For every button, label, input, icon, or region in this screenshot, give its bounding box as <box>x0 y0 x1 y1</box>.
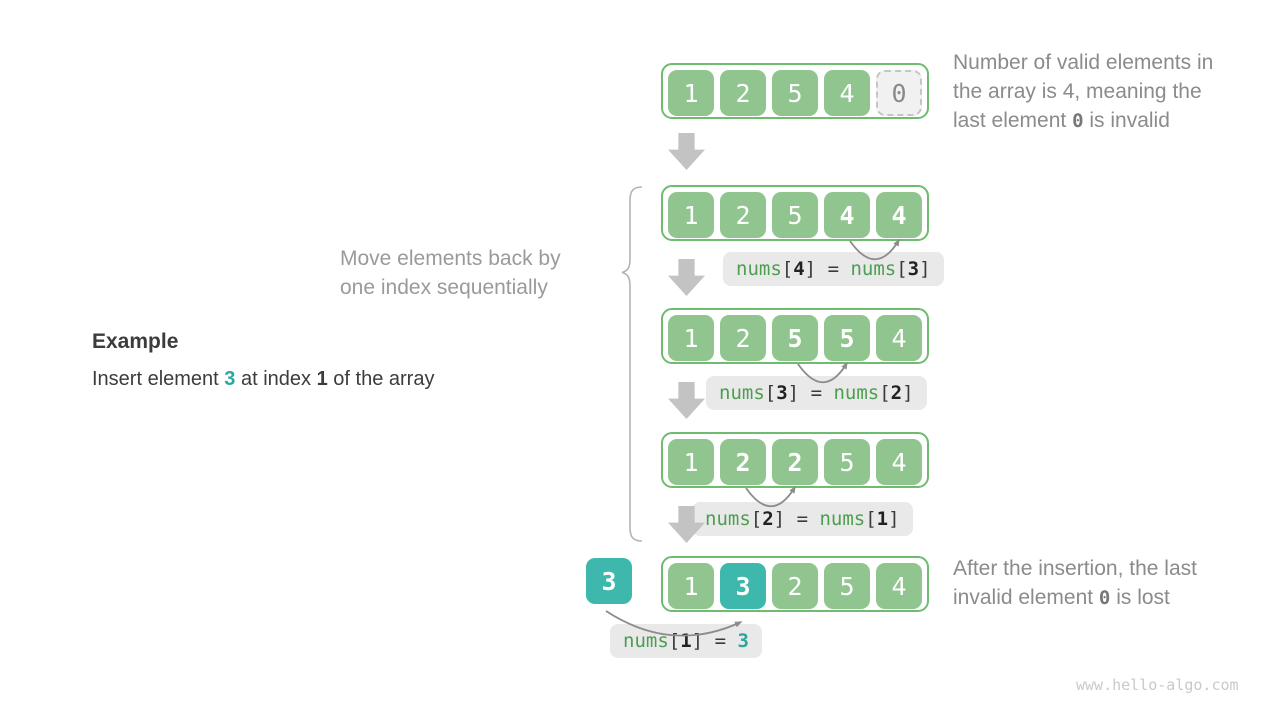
down-arrow-icon <box>668 382 705 419</box>
array-cell: 1 <box>668 439 714 485</box>
example-title: Example <box>92 330 179 353</box>
array-cell: 4 <box>876 192 922 238</box>
array-cell: 4 <box>876 439 922 485</box>
array-cell: 5 <box>772 192 818 238</box>
array-cell: 4 <box>824 70 870 116</box>
down-arrow-icon <box>668 133 705 170</box>
code-label: nums[1] = 3 <box>610 624 762 658</box>
code-label: nums[4] = nums[3] <box>723 252 944 286</box>
array-cell: 1 <box>668 192 714 238</box>
array-cell: 0 <box>876 70 922 116</box>
array-cell: 5 <box>824 563 870 609</box>
array-cell: 4 <box>876 563 922 609</box>
array-cell: 2 <box>772 439 818 485</box>
array-cell: 2 <box>772 563 818 609</box>
inserted-element: 3 <box>586 558 632 604</box>
array-cell: 2 <box>720 70 766 116</box>
array-cell: 4 <box>876 315 922 361</box>
down-arrow-icon <box>668 259 705 296</box>
array-cell: 2 <box>720 439 766 485</box>
example-description: Insert element 3 at index 1 of the array <box>92 368 435 390</box>
array-cell: 5 <box>772 315 818 361</box>
array-cell: 2 <box>720 315 766 361</box>
array-cell: 1 <box>668 563 714 609</box>
code-label: nums[3] = nums[2] <box>706 376 927 410</box>
array-cell: 2 <box>720 192 766 238</box>
curly-brace-icon <box>621 186 643 542</box>
array-cell: 5 <box>824 315 870 361</box>
array-cell: 4 <box>824 192 870 238</box>
array-cell: 5 <box>824 439 870 485</box>
array-cell: 1 <box>668 315 714 361</box>
array-cell: 3 <box>720 563 766 609</box>
watermark: www.hello-algo.com <box>1076 676 1239 694</box>
array-cell: 5 <box>772 70 818 116</box>
code-label: nums[2] = nums[1] <box>692 502 913 536</box>
array-cell: 1 <box>668 70 714 116</box>
